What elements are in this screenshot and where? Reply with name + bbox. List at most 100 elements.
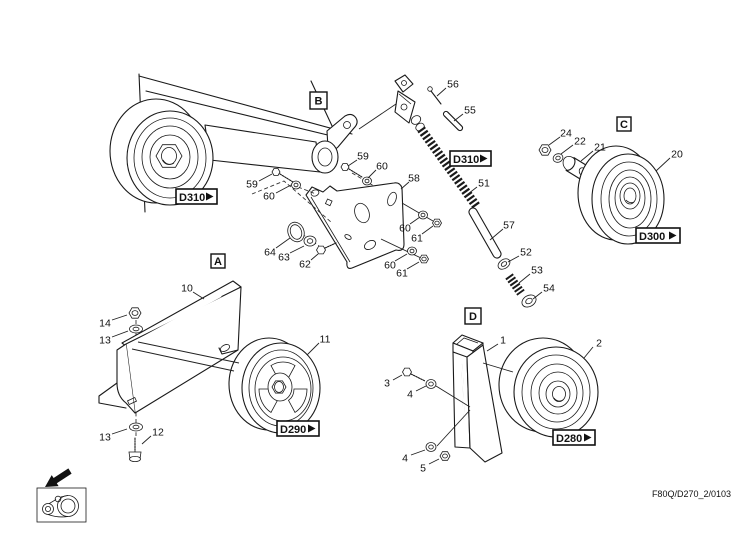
part-label-58: 58: [400, 173, 420, 190]
svg-text:A: A: [214, 256, 222, 268]
nut-24: [538, 144, 552, 156]
svg-text:64: 64: [264, 247, 276, 259]
section-marker-b: B: [309, 91, 328, 110]
part-label-13: 13: [99, 428, 128, 444]
bracket-axis-lines: [435, 385, 471, 447]
ref-arrow-icon: [669, 231, 677, 240]
svg-text:13: 13: [99, 335, 111, 347]
part-label-57: 57: [489, 220, 515, 241]
svg-text:12: 12: [152, 427, 164, 439]
part-label-56: 56: [436, 79, 459, 97]
svg-text:59: 59: [246, 179, 258, 191]
svg-text:20: 20: [671, 149, 683, 161]
ref-tag-d310[interactable]: D310: [175, 188, 218, 205]
overview-nav[interactable]: [36, 468, 87, 523]
washer-60-right-upper: [418, 210, 428, 220]
part-label-10: 10: [181, 283, 205, 300]
svg-text:55: 55: [464, 105, 476, 117]
svg-text:D: D: [469, 311, 477, 323]
mounting-plate-58: [305, 182, 405, 269]
part-label-11: 11: [306, 334, 331, 356]
spoke-slot: [287, 388, 308, 413]
svg-text:61: 61: [411, 233, 423, 245]
pulley-d310: [109, 98, 214, 206]
channel-bracket-10: [98, 280, 242, 436]
part-label-20: 20: [655, 149, 683, 172]
svg-text:61: 61: [396, 268, 408, 280]
part-label-21: 21: [580, 142, 606, 162]
washer-22: [552, 153, 564, 163]
tension-arm: [204, 113, 358, 174]
part-label-2: 2: [583, 338, 602, 359]
part-label-5: 5: [420, 458, 440, 475]
svg-text:51: 51: [478, 178, 490, 190]
part-label-59: 59: [246, 173, 273, 191]
part-label-51: 51: [463, 178, 490, 198]
ref-tag-d310[interactable]: D310: [449, 150, 492, 167]
pulley-mount-pointer-lines: [131, 341, 240, 372]
svg-text:D310: D310: [179, 192, 205, 204]
section-marker-a: A: [210, 253, 226, 269]
svg-text:D290: D290: [280, 424, 306, 436]
nut-5: [439, 451, 451, 461]
svg-text:11: 11: [320, 334, 331, 346]
part-label-53: 53: [518, 265, 543, 284]
bolt-3: [402, 367, 426, 382]
slot-pointer-line: [482, 362, 514, 373]
ref-arrow-icon: [480, 154, 488, 163]
part-label-4: 4: [407, 385, 427, 401]
washer-4-upper: [425, 379, 437, 389]
nut-61-upper: [432, 218, 442, 228]
ref-arrow-icon: [206, 192, 214, 201]
svg-text:52: 52: [520, 247, 532, 259]
part-label-13: 13: [99, 330, 129, 347]
washer-52: [497, 258, 511, 270]
ref-tag-d300[interactable]: D300: [635, 227, 681, 244]
adjuster-53: [505, 273, 525, 296]
part-label-1: 1: [486, 335, 506, 352]
svg-text:C: C: [620, 119, 628, 131]
overview-thumbnail-icon: [36, 487, 87, 523]
svg-text:58: 58: [408, 173, 420, 185]
svg-text:56: 56: [447, 79, 459, 91]
section-marker-d: D: [464, 307, 482, 325]
nut-54: [521, 294, 537, 308]
part-label-52: 52: [507, 247, 532, 263]
washer-63: [303, 235, 317, 247]
part-label-64: 64: [264, 237, 291, 259]
bolt-59-left: [271, 168, 294, 183]
nut-61-lower: [419, 254, 429, 264]
part-label-12: 12: [141, 427, 164, 445]
svg-text:21: 21: [594, 142, 606, 154]
svg-text:D310: D310: [453, 154, 479, 166]
washer-13-upper: [129, 324, 143, 334]
svg-text:3: 3: [384, 378, 390, 390]
svg-text:5: 5: [420, 463, 426, 475]
svg-text:62: 62: [299, 259, 311, 271]
svg-text:24: 24: [560, 128, 572, 140]
svg-text:4: 4: [402, 453, 408, 465]
svg-text:53: 53: [531, 265, 543, 277]
overview-arrow-icon: [45, 468, 72, 487]
pin-55: [442, 110, 464, 132]
bolt-59-top: [340, 163, 363, 178]
washer-13-lower: [129, 422, 143, 432]
pulley-2: [498, 337, 599, 438]
svg-text:59: 59: [357, 151, 369, 163]
ref-tag-d290[interactable]: D290: [276, 420, 320, 437]
nut-14: [128, 307, 142, 319]
part-label-4: 4: [402, 449, 426, 465]
section-marker-c: C: [616, 116, 632, 132]
svg-text:63: 63: [278, 252, 290, 264]
svg-text:4: 4: [407, 389, 413, 401]
ref-tag-d280[interactable]: D280: [552, 429, 596, 446]
doc-code: F80Q/D270_2/0103: [652, 489, 731, 499]
svg-text:2: 2: [596, 338, 602, 350]
washer-60-right-lower: [407, 246, 417, 256]
spacer-64: [287, 221, 305, 243]
washer-4-lower: [425, 442, 437, 452]
